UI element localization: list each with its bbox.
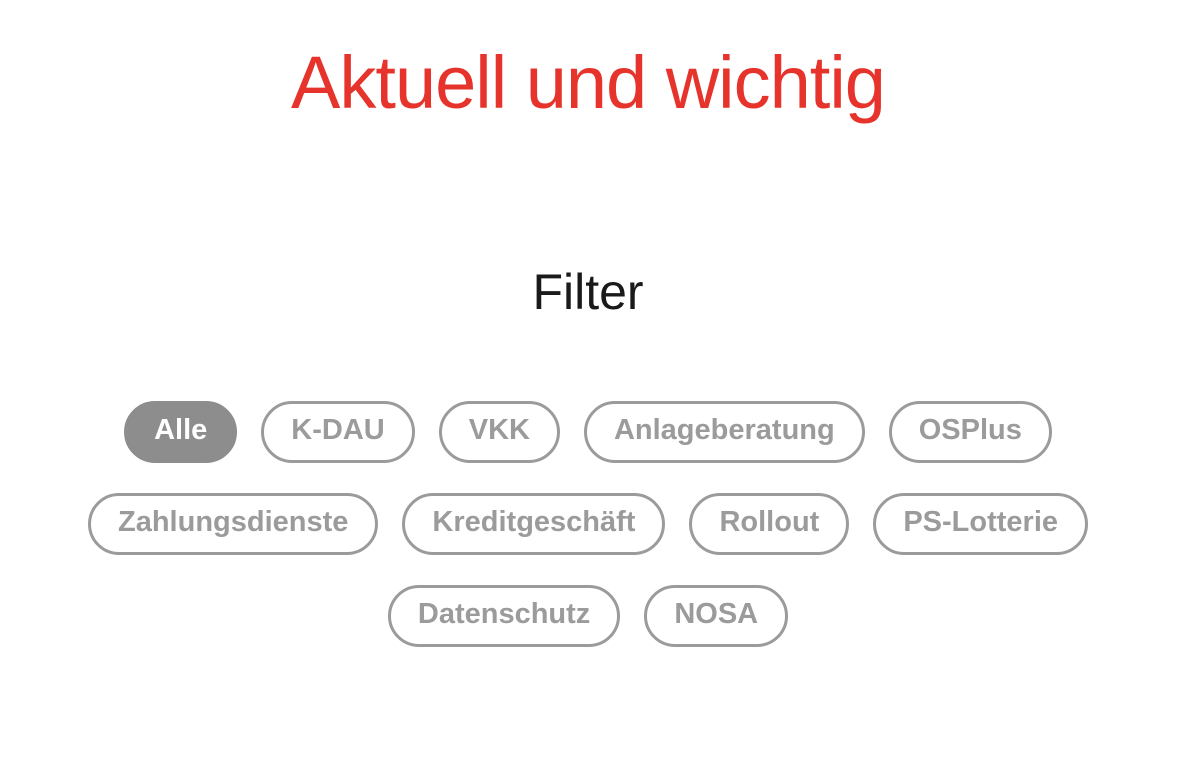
filter-chip-vkk[interactable]: VKK [438, 400, 560, 463]
filter-chip-nosa[interactable]: NOSA [644, 584, 789, 647]
filter-chip-row-1: Alle K-DAU VKK Anlageberatung OSPlus [124, 400, 1052, 463]
filter-chip-ps-lotterie[interactable]: PS-Lotterie [873, 492, 1088, 555]
filter-chip-group: Alle K-DAU VKK Anlageberatung OSPlus Zahlung… [0, 400, 1176, 647]
filter-chip-kreditgesch-ft[interactable]: Kreditgeschäft [402, 492, 666, 555]
filter-heading: Filter [532, 263, 644, 320]
filter-chip-rollout[interactable]: Rollout [689, 492, 850, 555]
page-title: Aktuell und wichtig [291, 41, 886, 124]
filter-chip-row-2: Zahlungsdienste Kreditgeschäft Rollout PS-L… [87, 492, 1088, 555]
filter-chip-k-dau[interactable]: K-DAU [261, 400, 415, 463]
filter-chip-osplus[interactable]: OSPlus [888, 400, 1052, 463]
filter-chip-row-3: Datenschutz NOSA [387, 584, 789, 647]
filter-chip-zahlungsdienste[interactable]: Zahlungsdienste [87, 492, 379, 555]
filter-chip-alle[interactable]: Alle [124, 400, 238, 463]
filter-chip-anlageberatung[interactable]: Anlageberatung [583, 400, 865, 463]
filter-chip-datenschutz[interactable]: Datenschutz [387, 584, 621, 647]
